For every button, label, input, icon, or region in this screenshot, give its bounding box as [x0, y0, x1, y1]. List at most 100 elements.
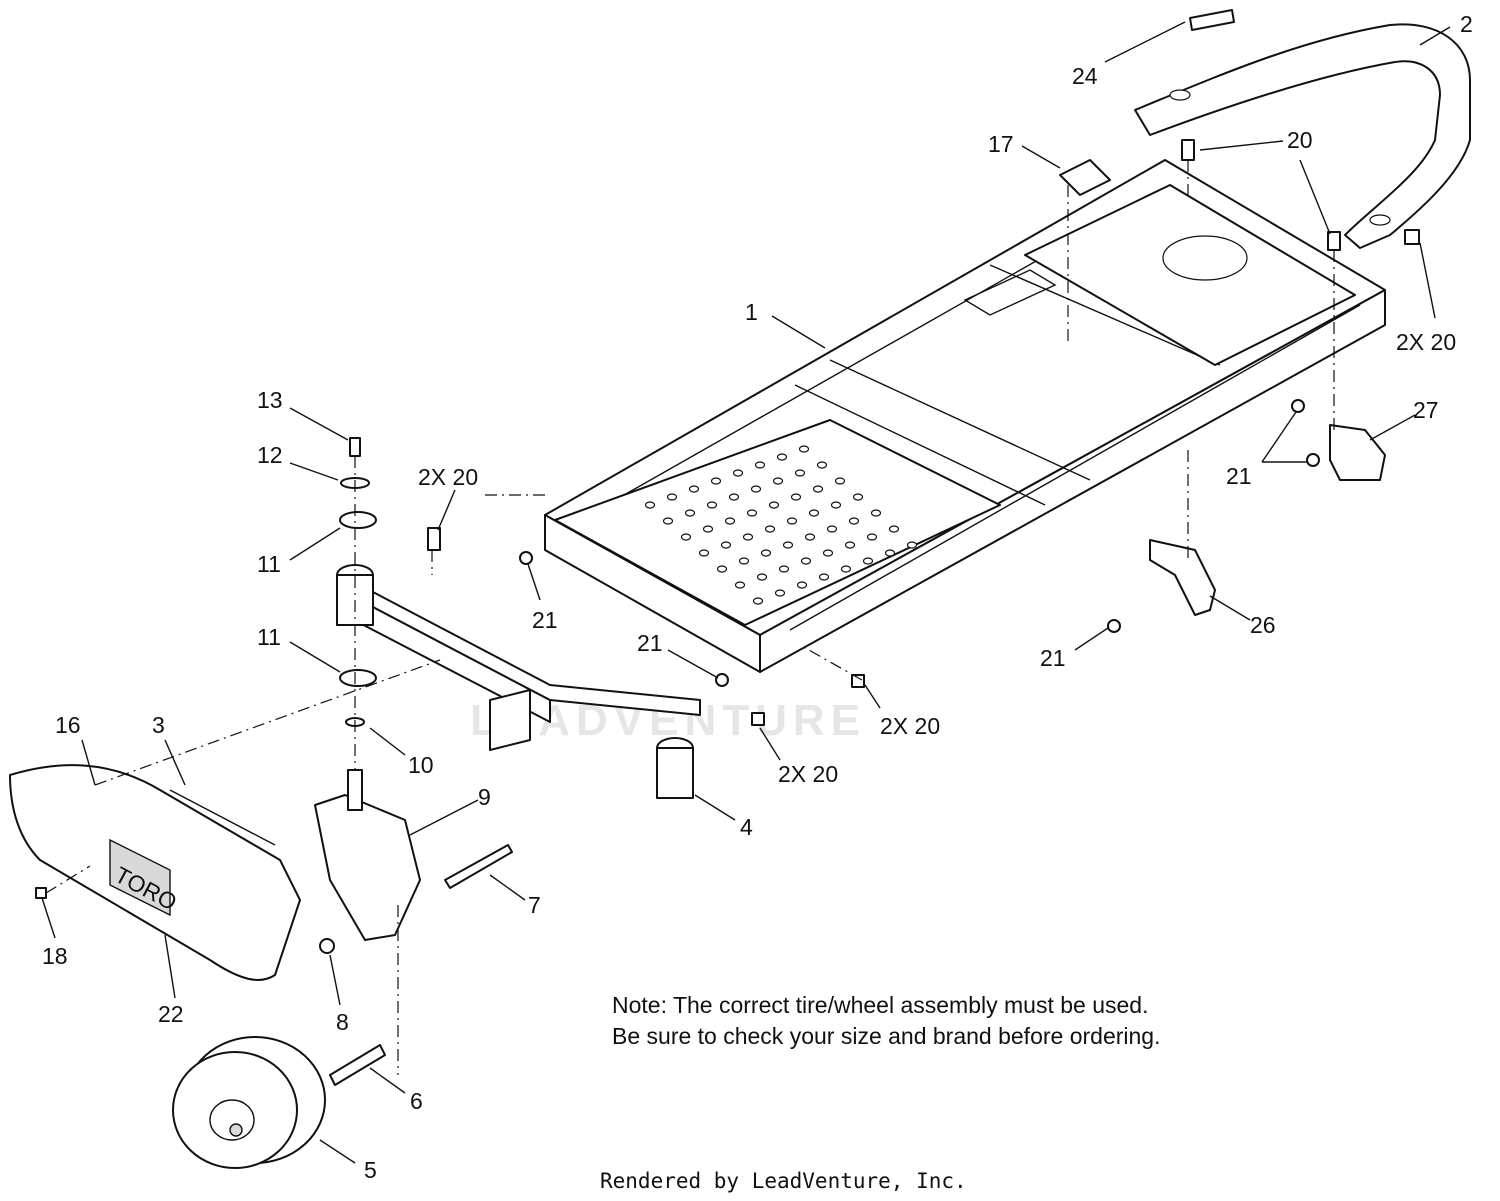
floor-hole — [840, 565, 852, 573]
floor-hole — [754, 461, 766, 469]
wheel-part-5 — [172, 1036, 326, 1169]
label-24: 24 — [1072, 63, 1098, 89]
floor-hole — [774, 589, 786, 597]
label-21-front: 21 — [637, 630, 663, 656]
floor-hole — [790, 493, 802, 501]
floor-hole — [716, 565, 728, 573]
floor-hole — [688, 485, 700, 493]
floor-hole — [742, 533, 754, 541]
floor-hole — [796, 581, 808, 589]
label-21-right: 21 — [1226, 463, 1252, 489]
note-line-2: Be sure to check your size and brand bef… — [612, 1023, 1161, 1049]
axle-part-4 — [336, 564, 701, 799]
floor-hole — [870, 509, 882, 517]
floor-hole — [738, 557, 750, 565]
label-11-top: 11 — [257, 551, 281, 577]
label-18: 18 — [42, 943, 68, 969]
floor-hole — [844, 541, 856, 549]
floor-hole — [808, 509, 820, 517]
label-13: 13 — [257, 387, 283, 413]
nut-part-21 — [519, 399, 1320, 687]
label-5: 5 — [364, 1157, 377, 1183]
floor-hole — [818, 573, 830, 581]
floor-hole — [800, 557, 812, 565]
floor-hole — [662, 517, 674, 525]
floor-hole — [888, 525, 900, 533]
floor-hole — [786, 517, 798, 525]
leader-lines — [41, 21, 1451, 1164]
floor-hole — [834, 477, 846, 485]
floor-hole — [906, 541, 918, 549]
frame-part-1 — [544, 159, 1386, 673]
bracket-part-27 — [1329, 424, 1386, 481]
label-27: 27 — [1413, 397, 1439, 423]
floor-hole — [698, 549, 710, 557]
floor-hole — [884, 549, 896, 557]
floor-hole — [746, 509, 758, 517]
label-12: 12 — [257, 442, 283, 468]
floor-hole — [702, 525, 714, 533]
label-2x20-axle: 2X 20 — [418, 464, 478, 490]
label-21-bracket: 21 — [1040, 645, 1066, 671]
fork-part-9 — [314, 794, 421, 941]
floor-hole — [778, 565, 790, 573]
label-16: 16 — [55, 712, 81, 738]
decal-part-24 — [1189, 9, 1235, 31]
label-2x20-bottom: 2X 20 — [778, 761, 838, 787]
label-21-floor: 21 — [532, 607, 558, 633]
label-2x20-right: 2X 20 — [1396, 329, 1456, 355]
floor-holes — [644, 445, 918, 605]
bracket-part-26 — [1149, 539, 1216, 616]
label-9: 9 — [478, 784, 491, 810]
cover-part-16: TORO — [9, 764, 301, 981]
floor-hole — [798, 445, 810, 453]
note-line-1: Note: The correct tire/wheel assembly mu… — [612, 992, 1148, 1018]
floor-hole — [710, 477, 722, 485]
floor-hole — [666, 493, 678, 501]
nut-part-8 — [319, 938, 335, 954]
bolt-part-7 — [444, 844, 513, 889]
floor-hole — [752, 597, 764, 605]
decal-part-17 — [1059, 159, 1111, 196]
floor-hole — [756, 573, 768, 581]
floor-hole — [804, 533, 816, 541]
label-10: 10 — [408, 752, 434, 778]
decal-part-3 — [169, 789, 276, 846]
floor-hole — [826, 525, 838, 533]
floor-hole — [760, 549, 772, 557]
floor-hole — [728, 493, 740, 501]
label-7: 7 — [528, 892, 541, 918]
label-2: 2 — [1460, 11, 1473, 37]
label-8: 8 — [336, 1009, 349, 1035]
callout-labels: 1 2 24 17 20 2X 20 27 21 13 12 2X 20 11 … — [42, 11, 1473, 1183]
screw-part-18 — [35, 887, 47, 899]
label-11-bottom: 11 — [257, 624, 281, 650]
label-1: 1 — [745, 299, 758, 325]
floor-hole — [848, 517, 860, 525]
label-26: 26 — [1250, 612, 1276, 638]
floor-hole — [750, 485, 762, 493]
assembly-lines — [45, 160, 1335, 1075]
floor-hole — [822, 549, 834, 557]
floor-hole — [764, 525, 776, 533]
spindle-hardware — [339, 437, 377, 727]
floor-hole — [776, 453, 788, 461]
label-3: 3 — [152, 712, 165, 738]
label-20: 20 — [1287, 127, 1313, 153]
floor-hole — [732, 469, 744, 477]
floor-hole — [680, 533, 692, 541]
floor-hole — [830, 501, 842, 509]
floor-hole — [862, 557, 874, 565]
label-17: 17 — [988, 131, 1014, 157]
floor-hole — [852, 493, 864, 501]
floor-hole — [720, 541, 732, 549]
handle-part-2 — [1134, 23, 1471, 249]
floor-hole — [768, 501, 780, 509]
footer-credit: Rendered by LeadVenture, Inc. — [600, 1169, 967, 1193]
floor-hole — [816, 461, 828, 469]
floor-hole — [794, 469, 806, 477]
floor-hole — [644, 501, 656, 509]
floor-hole — [706, 501, 718, 509]
floor-hole — [724, 517, 736, 525]
